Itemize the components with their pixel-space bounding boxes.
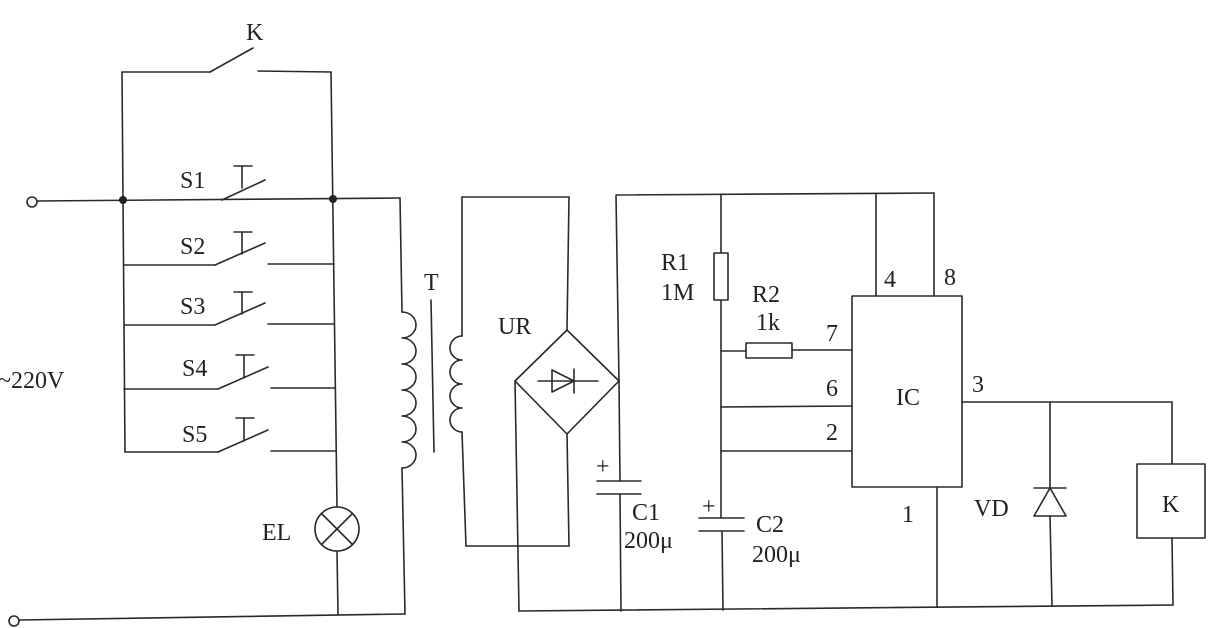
terminal-bottom (8, 615, 20, 627)
terminal-top (26, 196, 38, 208)
c2-label: C2 (756, 512, 784, 538)
switch-s4 (123, 354, 336, 390)
diode-vd: VD (974, 401, 1067, 607)
c1-plus: + (596, 454, 610, 480)
switch-s3 (123, 291, 335, 326)
r2-value: 1k (756, 310, 780, 336)
wire-input-top (36, 197, 401, 202)
ic-body (851, 295, 963, 488)
relay-label: K (1162, 492, 1180, 518)
transformer-label: T (424, 270, 439, 296)
resistor-r1 (713, 252, 729, 301)
ic-chip: IC 4 8 7 6 2 3 1 (826, 192, 1173, 608)
junction-left (119, 196, 127, 204)
switch-s4-label: S4 (182, 356, 207, 382)
left-bus (121, 71, 126, 453)
rectifier-label: UR (498, 314, 531, 340)
voltage-label: ~220V (0, 368, 65, 394)
switch-s2 (123, 231, 335, 266)
ground-rail (518, 604, 1174, 612)
junction-right (329, 195, 337, 203)
pin-6: 6 (826, 376, 838, 402)
capacitor-c1: + C1 200μ (596, 380, 673, 612)
switch-s5 (124, 417, 337, 453)
timing-network: + R1 1M C2 200μ R2 1k (661, 194, 853, 611)
right-bus-lower (336, 551, 339, 615)
switch-s1 (221, 165, 266, 201)
dc-rails (518, 192, 1174, 612)
switch-k: K (121, 20, 332, 73)
ic-label: IC (896, 385, 920, 411)
switch-s1-label: S1 (180, 168, 205, 194)
c2-value: 200μ (752, 542, 801, 568)
resistor-r2 (745, 342, 793, 359)
right-bus (330, 71, 338, 507)
transformer-t: T (399, 196, 467, 615)
pin-3: 3 (972, 372, 984, 398)
rectifier-ur: UR (461, 195, 620, 612)
transformer-core (430, 299, 435, 453)
c2-plus: + (702, 494, 716, 520)
relay-k: K (1136, 401, 1206, 606)
switch-s3-label: S3 (180, 294, 205, 320)
lamp-el: EL (262, 506, 360, 552)
switch-k-label: K (246, 20, 264, 46)
pin-8: 8 (944, 265, 956, 291)
lamp-label: EL (262, 520, 291, 546)
diode-label: VD (974, 496, 1009, 522)
pin-2: 2 (826, 420, 838, 446)
mains-section: K (0, 20, 406, 627)
pin-7: 7 (826, 321, 838, 347)
positive-rail (615, 192, 935, 196)
r1-label: R1 (661, 250, 689, 276)
c1-value: 200μ (624, 528, 673, 554)
c1-label: C1 (632, 500, 660, 526)
switch-s2-label: S2 (180, 234, 205, 260)
pin-1: 1 (902, 502, 914, 528)
relay-coil (1136, 463, 1206, 539)
pin-4: 4 (884, 267, 896, 293)
r1-value: 1M (661, 280, 694, 306)
switch-s5-label: S5 (182, 422, 207, 448)
r2-label: R2 (752, 282, 780, 308)
wire-input-bottom (18, 613, 406, 621)
